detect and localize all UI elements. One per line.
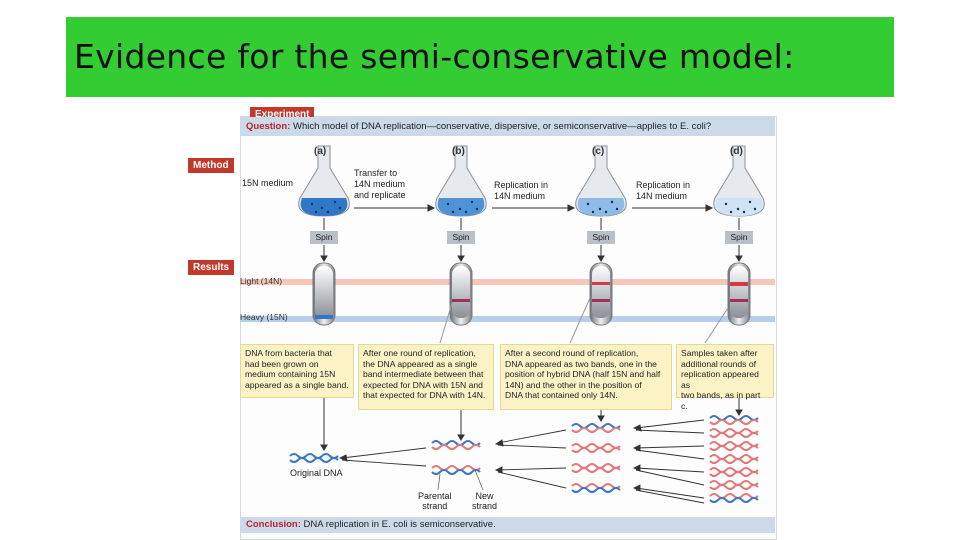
result-box-d: Samples taken after additional rounds of… xyxy=(676,344,774,411)
results-tag: Results xyxy=(188,260,235,275)
step-b-label: (b) xyxy=(452,146,465,157)
step-a-label: (a) xyxy=(314,146,327,157)
tube-b xyxy=(449,262,473,326)
spin-label-b: Spin xyxy=(447,231,475,244)
result-box-b: After one round of replication, the DNA … xyxy=(358,344,494,410)
light-band xyxy=(240,279,775,285)
replication-note-2: Replication in 14N medium xyxy=(636,180,691,201)
heavy-band xyxy=(240,316,775,322)
heavy-band-label: Heavy (15N) xyxy=(240,312,288,322)
method-tag: Method xyxy=(188,158,234,173)
slide-title: Evidence for the semi-conservative model… xyxy=(74,37,795,76)
question-label: Question: xyxy=(246,121,291,132)
flask-b xyxy=(435,145,487,217)
flask-a xyxy=(298,145,350,217)
dna-gen3 xyxy=(709,415,759,503)
result-box-a: DNA from bacteria that had been grown on… xyxy=(240,344,354,398)
original-dna-label: Original DNA xyxy=(290,468,343,478)
parental-strand-label: Parental strand xyxy=(418,491,452,511)
dna-gen2 xyxy=(571,423,621,493)
step-c-label: (c) xyxy=(592,146,605,157)
tube-d xyxy=(727,262,751,326)
transfer-note: Transfer to 14N medium and replicate xyxy=(354,168,406,200)
question-bar: Question: Which model of DNA replication… xyxy=(240,117,775,136)
flask-c xyxy=(575,145,627,217)
conclusion-label: Conclusion: xyxy=(246,519,301,530)
conclusion-text: DNA replication in E. coli is semiconser… xyxy=(303,519,496,530)
figure-graphics xyxy=(289,145,765,504)
spin-label-a: Spin xyxy=(310,231,338,244)
new-strand-label: New strand xyxy=(472,491,498,511)
conclusion-bar: Conclusion: DNA replication in E. coli i… xyxy=(240,517,775,533)
meselson-stahl-figure: Experiment Question: Which model of DNA … xyxy=(170,98,780,540)
replication-note-1: Replication in 14N medium xyxy=(494,180,549,201)
spin-label-c: Spin xyxy=(587,231,615,244)
light-band-label: Light (14N) xyxy=(240,276,283,286)
tube-c xyxy=(589,262,613,326)
dna-original xyxy=(289,453,339,463)
question-text: Which model of DNA replication—conservat… xyxy=(292,121,712,132)
step-d-label: (d) xyxy=(730,146,743,157)
slide-title-bar: Evidence for the semi-conservative model… xyxy=(66,17,894,97)
n15-medium-label: 15N medium xyxy=(242,178,294,188)
dna-gen1 xyxy=(431,440,481,475)
flask-d xyxy=(713,145,765,217)
spin-label-d: Spin xyxy=(725,231,753,244)
tube-a xyxy=(312,262,336,326)
result-box-c: After a second round of replication, DNA… xyxy=(500,344,672,410)
